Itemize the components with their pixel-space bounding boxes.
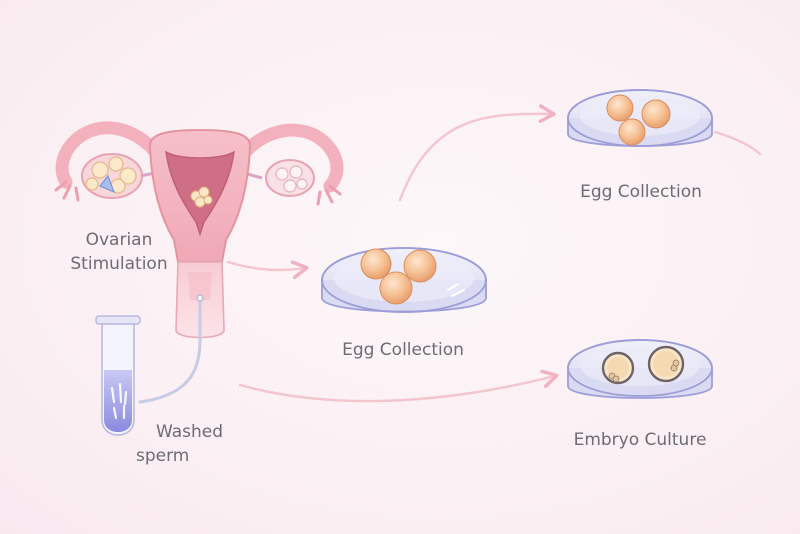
petri-dish-eggs-top: [567, 89, 713, 147]
flow-arrows: [226, 104, 762, 403]
implanted-embryo-icon: [190, 186, 213, 208]
arrow-uterus-to-dish-icon: [226, 260, 309, 280]
embryo-icon: [601, 351, 635, 385]
embryo-icon: [647, 345, 685, 383]
test-tube-icon: [95, 315, 141, 436]
washed-sperm-line2: sperm: [136, 446, 190, 466]
ovarian-stimulation-line2: Stimulation: [70, 254, 168, 274]
egg-icon: [606, 94, 634, 122]
catheter-icon: [138, 294, 202, 404]
petri-dish-eggs-middle: [321, 247, 487, 313]
ovarian-stimulation-line1: Ovarian: [85, 230, 153, 250]
left-ovary-icon: [81, 153, 143, 199]
uterus-icon: [54, 121, 344, 404]
egg-collection-top-label: Egg Collection: [580, 182, 702, 202]
egg-icon: [641, 99, 671, 129]
embryo-culture-label: Embryo Culture: [573, 430, 707, 450]
washed-sperm-liquid-icon: [104, 370, 132, 432]
right-fallopian-tube-icon: [233, 123, 344, 193]
arrow-sperm-to-embryo-icon: [238, 369, 559, 403]
arrow-top-dish-outgoing-icon: [713, 130, 762, 156]
egg-icon: [360, 248, 392, 280]
egg-icon: [403, 249, 437, 283]
washed-sperm-line1: Washed: [156, 422, 224, 442]
egg-icon: [379, 271, 413, 305]
egg-collection-middle-label: Egg Collection: [342, 340, 464, 360]
ovarian-stimulation-label: Ovarian Stimulation: [46, 228, 192, 276]
egg-icon: [618, 118, 646, 146]
petri-dish-embryos: [567, 339, 713, 399]
washed-sperm-label: Washed sperm: [136, 420, 223, 468]
arrow-dish-to-top-dish-icon: [398, 104, 556, 202]
left-fallopian-tube-icon: [55, 121, 167, 189]
right-ovary-icon: [265, 159, 315, 197]
